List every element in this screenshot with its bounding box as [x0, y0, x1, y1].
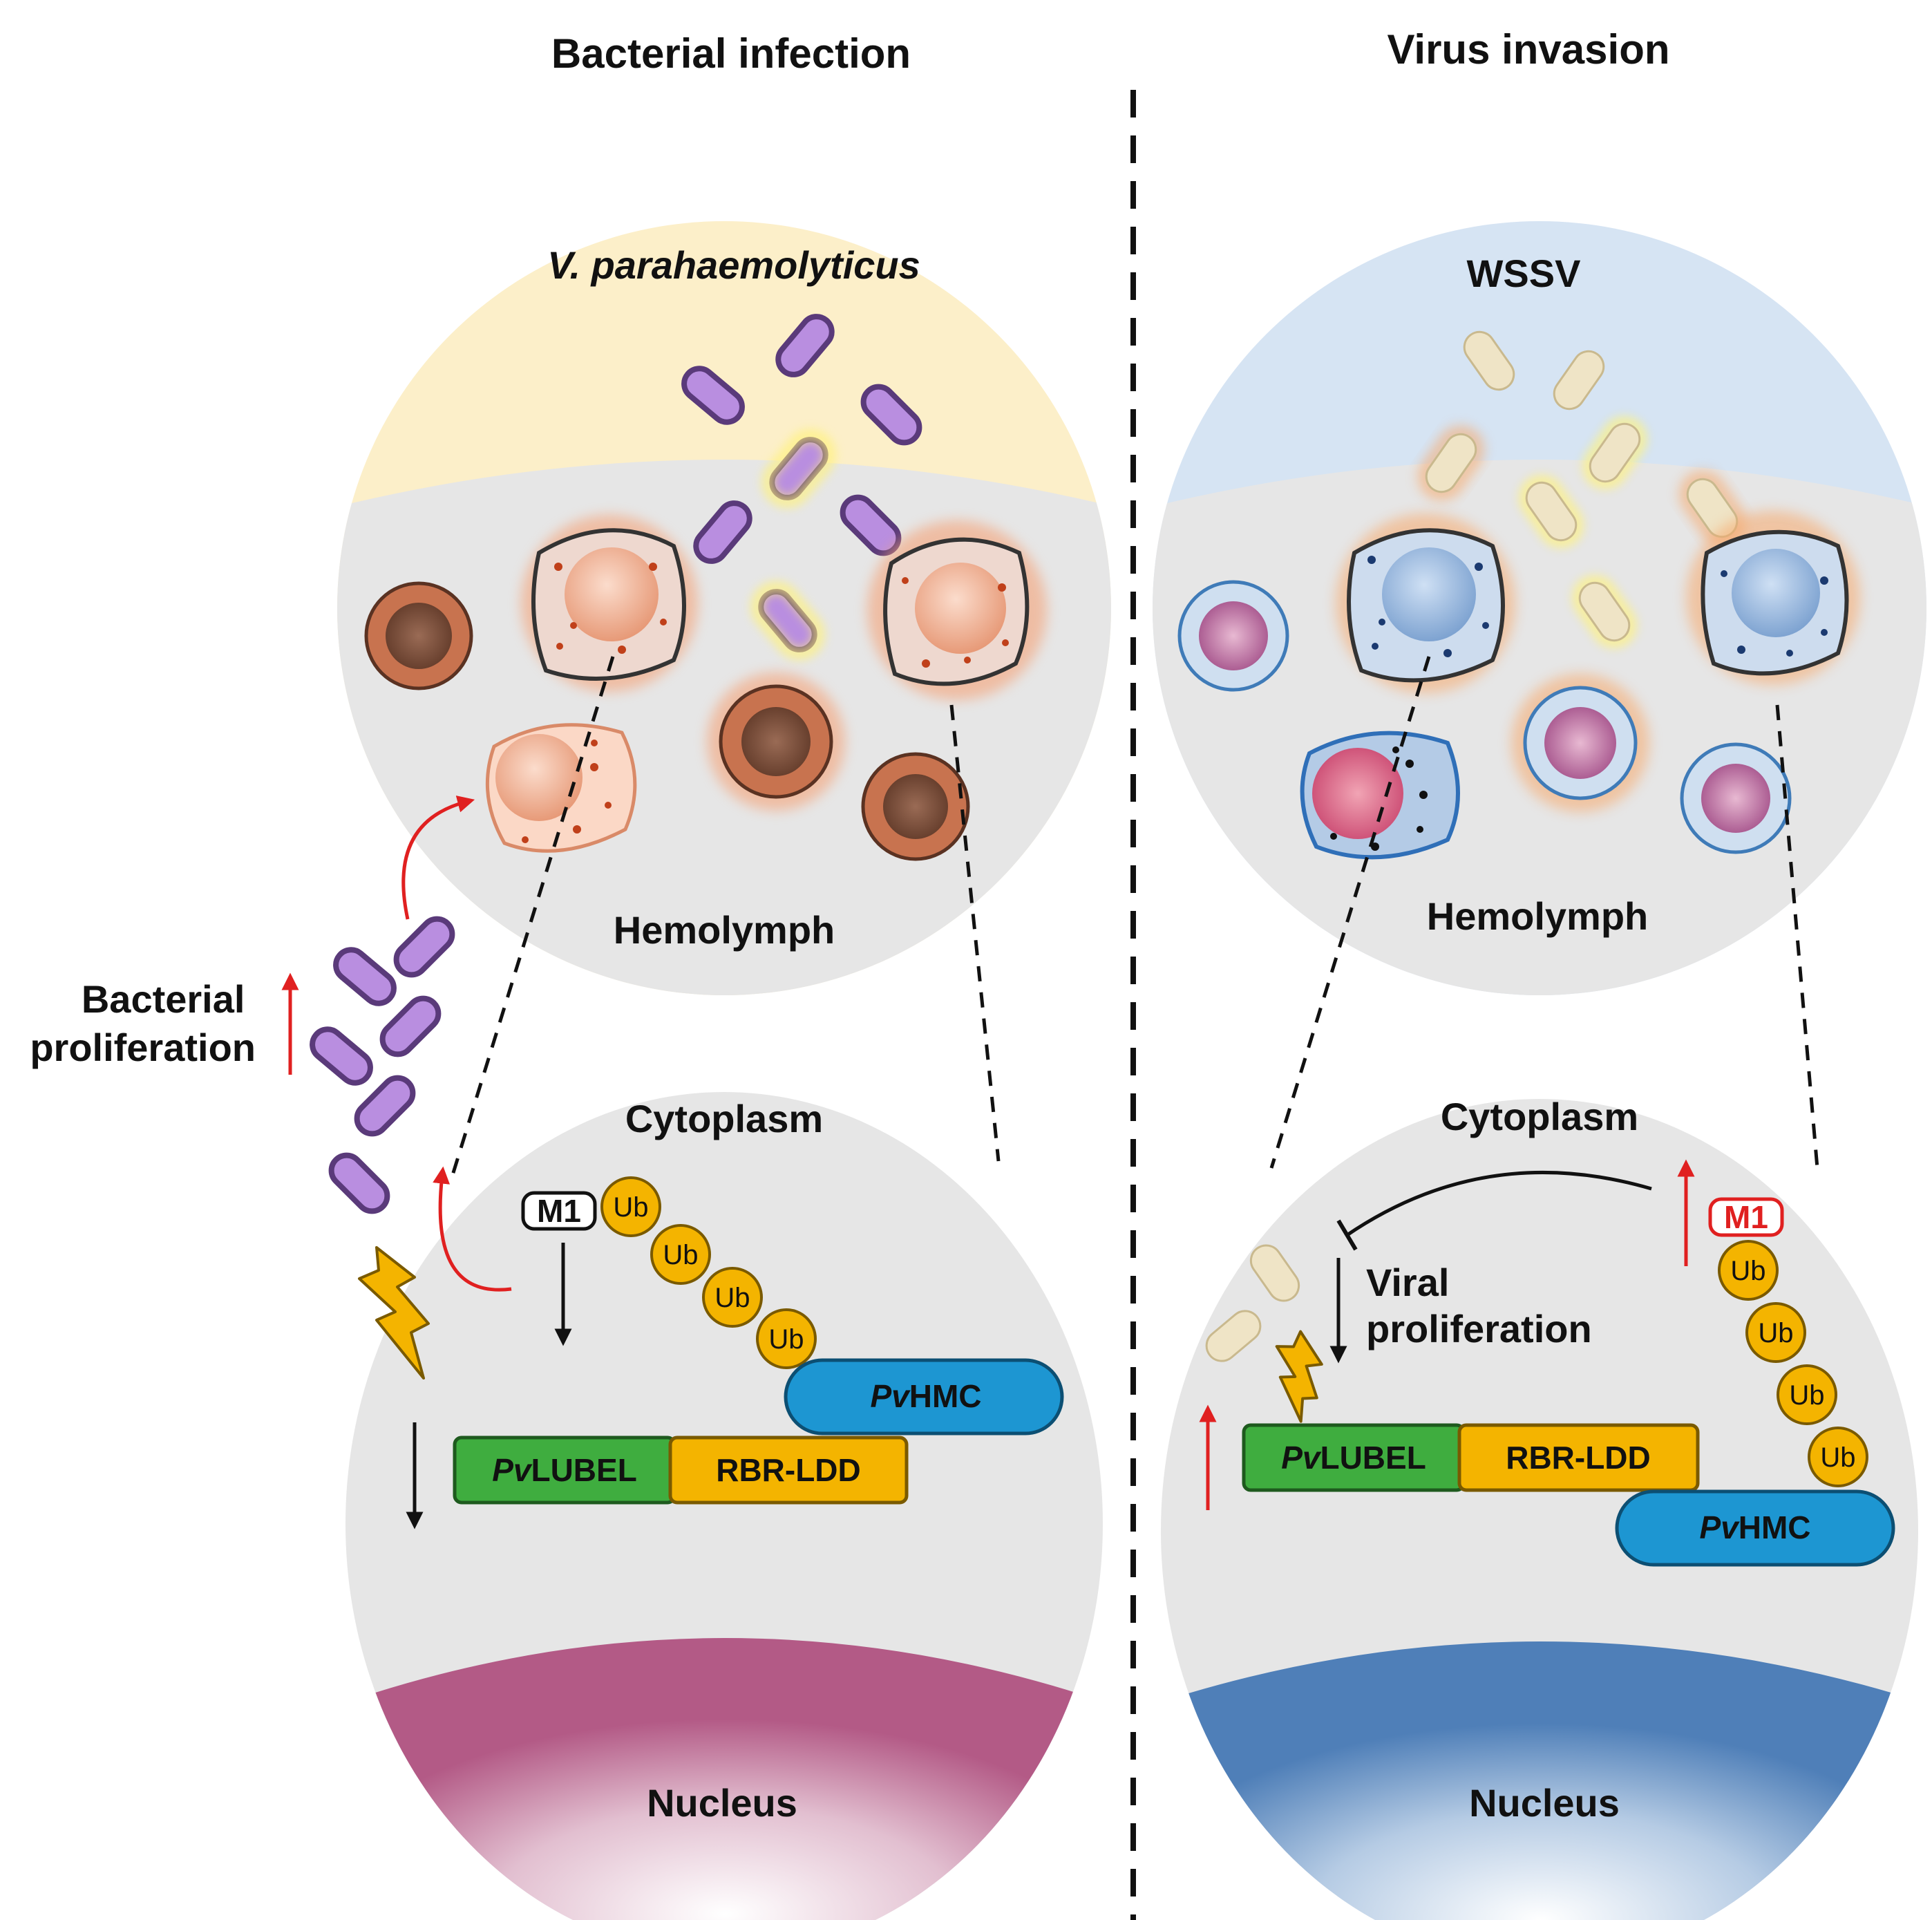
left-nucleus-label: Nucleus [647, 1781, 797, 1825]
bacterial-proliferation-label: Bacterial proliferation [30, 977, 256, 1069]
right-lubel-label: PvLUBEL [1281, 1440, 1426, 1476]
virion-icon [1425, 433, 1477, 493]
virion-glows [1419, 416, 1745, 648]
m1-tag-red [1708, 1197, 1784, 1237]
virion-icon [1525, 481, 1578, 542]
bacterium-icon [860, 384, 922, 446]
ub-label: Ub [714, 1283, 750, 1313]
inhibition-bar [1336, 1219, 1358, 1251]
virion-icon [1205, 1310, 1262, 1362]
virion-icon [1249, 1244, 1300, 1302]
proliferating-bacteria [310, 916, 455, 1214]
right-cytoplasm-label: Cytoplasm [1441, 1095, 1638, 1138]
left-cytoplasm-label: Cytoplasm [625, 1097, 823, 1140]
left-ub-chain: Ub Ub Ub Ub [600, 1176, 817, 1369]
red-curved-arrow [433, 1166, 512, 1292]
m1-label-red: M1 [1724, 1199, 1768, 1235]
wssv-virions [1425, 330, 1739, 642]
ub-label: Ub [1730, 1256, 1765, 1286]
ub-label: Ub [1820, 1442, 1855, 1473]
bacterium-icon [693, 500, 752, 564]
m1-tag [521, 1191, 597, 1231]
left-dashed-line [451, 656, 615, 1176]
ub-label: Ub [1789, 1380, 1824, 1411]
virion-icon [1463, 330, 1515, 391]
ub-label: Ub [768, 1324, 804, 1355]
right-hemocyte-dots [1330, 556, 1828, 851]
left-panel-title: Bacterial infection [551, 30, 911, 77]
left-pathogen-label: V. parahaemolyticus [547, 243, 920, 287]
m1-label: M1 [537, 1193, 581, 1229]
hemocyte-nucleus [386, 603, 452, 669]
left-cytoplasm-circle [345, 1092, 1103, 1920]
right-hmc-label: PvHMC [1699, 1509, 1810, 1545]
right-hemolymph-label: Hemolymph [1427, 894, 1649, 938]
left-lubel-label: PvLUBEL [492, 1452, 637, 1488]
left-rbr-box [668, 1436, 909, 1505]
right-rbr-box [1457, 1423, 1700, 1492]
ub-label: Ub [663, 1240, 698, 1270]
right-rbr-label: RBR-LDD [1506, 1440, 1651, 1476]
virion-icon [1578, 581, 1631, 642]
left-hemolymph-label: Hemolymph [614, 908, 835, 952]
left-hmc-label: PvHMC [870, 1378, 981, 1414]
virion-icon [1553, 350, 1605, 411]
right-nucleus-label: Nucleus [1469, 1781, 1620, 1825]
left-hmc-box [784, 1358, 1064, 1436]
lightning-icon [358, 1246, 430, 1380]
right-hemocytes [1177, 511, 1860, 860]
right-dashed-line [1269, 656, 1431, 1169]
right-ub-chain: Ub Ub Ub Ub [1718, 1240, 1868, 1487]
virion-icon [1589, 422, 1641, 483]
left-hemocyte-dots [522, 563, 1009, 843]
left-rbr-label: RBR-LDD [716, 1452, 861, 1488]
right-pathogen-label: WSSV [1467, 252, 1581, 295]
left-hemocytes [364, 515, 1047, 861]
bacterium-icon [681, 366, 745, 425]
ub-label: Ub [613, 1192, 648, 1223]
inhibition-curve [1345, 1171, 1652, 1238]
lightning-icon [1275, 1330, 1323, 1423]
right-panel-title: Virus invasion [1387, 26, 1669, 73]
viral-proliferation-label: Viral proliferation [1366, 1261, 1592, 1350]
ub-label: Ub [1758, 1318, 1793, 1348]
left-dashed-line [949, 704, 1001, 1162]
right-hmc-box [1615, 1489, 1895, 1567]
bacterium-icon [775, 314, 835, 377]
red-curved-arrow [401, 796, 475, 920]
